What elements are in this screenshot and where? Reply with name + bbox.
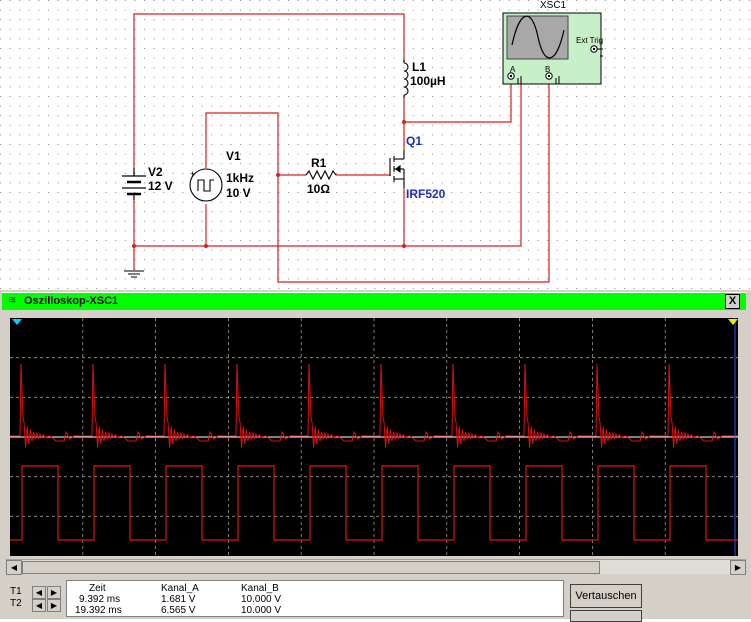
battery-v2-icon[interactable] <box>122 168 146 200</box>
header-channel-a: Kanal_A <box>161 583 199 594</box>
t2-right-arrow-icon[interactable]: ▶ <box>47 599 61 612</box>
q1-name-label: Q1 <box>406 134 423 148</box>
scrollbar-thumb[interactable] <box>22 561 600 574</box>
oscilloscope-xsc1-icon[interactable] <box>502 12 603 85</box>
cursor-t2-marker-icon[interactable] <box>728 319 738 325</box>
ext-trig-label: Ext Trig <box>576 36 604 45</box>
q1-model-label: IRF520 <box>406 187 446 201</box>
channel-b-terminal-label: B <box>545 65 551 74</box>
resistor-r1-icon[interactable] <box>305 169 337 181</box>
t1-left-arrow-icon[interactable]: ◀ <box>32 586 46 599</box>
svg-text:+: + <box>190 169 195 179</box>
channel-b-trace <box>10 465 738 541</box>
scope-display[interactable] <box>10 318 738 556</box>
t1-channel-a-value: 1.681 V <box>161 594 196 605</box>
t2-channel-b-value: 10.000 V <box>241 605 282 616</box>
header-time: Zeit <box>89 583 106 594</box>
cursor-t1-label: T1 <box>10 586 22 597</box>
t1-time-value: 9.392 ms <box>79 594 121 605</box>
scroll-right-icon[interactable]: ▶ <box>730 560 746 575</box>
r1-name-label: R1 <box>311 156 327 170</box>
v2-name-label: V2 <box>148 165 163 179</box>
xsc1-label: XSC1 <box>540 0 567 11</box>
v1-amplitude-label: 10 V <box>226 186 251 200</box>
secondary-button[interactable] <box>570 610 642 622</box>
t2-channel-a-value: 6.565 V <box>161 605 196 616</box>
oscilloscope-title: Oszilloskop-XSC1 <box>24 295 119 307</box>
r1-value-label: 10Ω <box>307 182 330 196</box>
schematic-canvas[interactable]: + <box>0 0 751 290</box>
l1-value-label: 100µH <box>410 74 446 88</box>
t2-left-arrow-icon[interactable]: ◀ <box>32 599 46 612</box>
oscilloscope-window[interactable]: ≋ Oszilloskop-XSC1 X ◀ ▶ T1 T2 ◀ ▶ ◀ ▶ Z… <box>0 290 751 622</box>
channel-a-terminal-label: A <box>510 65 516 74</box>
swap-button[interactable]: Vertauschen <box>570 584 642 608</box>
mosfet-q1-icon[interactable] <box>389 150 405 188</box>
t1-channel-b-value: 10.000 V <box>241 594 282 605</box>
scope-grid <box>10 318 738 556</box>
cursor-readout-panel: Zeit Kanal_A Kanal_B 9.392 ms 1.681 V 10… <box>66 580 564 617</box>
pulse-source-v1-icon[interactable]: + <box>189 168 223 202</box>
oscilloscope-window-icon: ≋ <box>8 295 17 306</box>
ground-icon[interactable] <box>124 270 144 278</box>
header-channel-b: Kanal_B <box>241 583 279 594</box>
v1-name-label: V1 <box>226 149 241 163</box>
junction-dots <box>132 120 406 248</box>
cursor-t1-marker-icon[interactable] <box>12 319 22 325</box>
v1-frequency-label: 1kHz <box>226 171 255 185</box>
inductor-l1-icon[interactable] <box>403 60 409 98</box>
l1-name-label: L1 <box>412 60 427 74</box>
t1-right-arrow-icon[interactable]: ▶ <box>47 586 61 599</box>
wires[interactable] <box>133 13 550 283</box>
close-button[interactable]: X <box>725 294 740 309</box>
t2-time-value: 19.392 ms <box>75 605 122 616</box>
v2-value-label: 12 V <box>148 179 173 193</box>
channel-a-trace <box>10 363 738 448</box>
cursor-t2-label: T2 <box>10 598 22 609</box>
horizontal-scrollbar[interactable]: ◀ ▶ <box>6 559 746 575</box>
oscilloscope-title-bar[interactable]: ≋ Oszilloskop-XSC1 X <box>2 292 746 310</box>
scroll-left-icon[interactable]: ◀ <box>6 560 22 575</box>
